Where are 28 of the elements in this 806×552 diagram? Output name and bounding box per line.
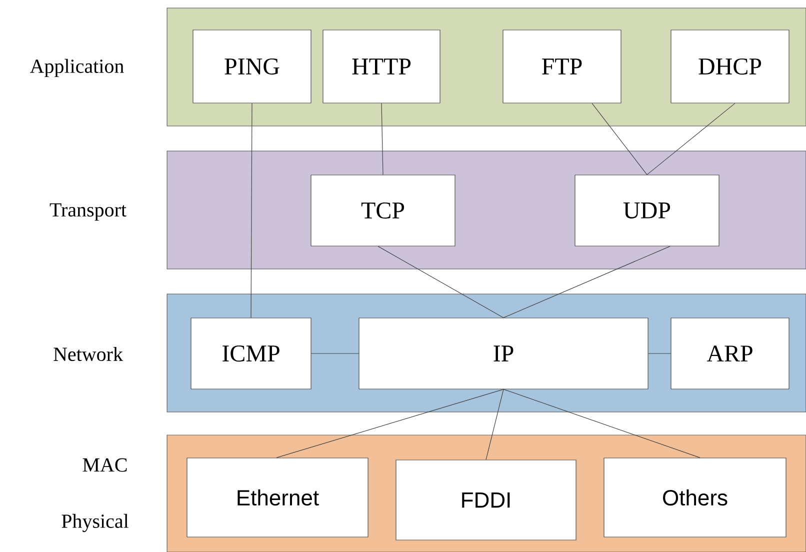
connector-line xyxy=(250,103,252,318)
layer-label: Physical xyxy=(62,514,128,532)
protocol-box: Others xyxy=(604,458,786,538)
protocol-box: UDP xyxy=(574,174,720,246)
connector-line xyxy=(311,353,359,354)
protocol-box: Ethernet xyxy=(186,458,368,538)
layer-label: MAC xyxy=(82,458,127,472)
layer-label: Transport xyxy=(50,203,126,221)
connector-line xyxy=(378,246,504,318)
connector-line xyxy=(646,103,736,175)
connector-line xyxy=(276,389,504,458)
connector-line xyxy=(503,389,700,458)
connector-line xyxy=(592,103,648,175)
layer-label: Network xyxy=(54,346,123,362)
protocol-box: PING xyxy=(192,30,312,104)
connector-line xyxy=(503,246,670,318)
layer-label: Application xyxy=(30,58,124,78)
protocol-box: HTTP xyxy=(322,30,440,104)
protocol-box: ARP xyxy=(670,318,790,390)
protocol-box: FTP xyxy=(502,30,622,104)
connector-line xyxy=(486,389,504,460)
protocol-box: IP xyxy=(358,318,648,390)
connector-line xyxy=(381,103,384,175)
protocol-box: DHCP xyxy=(670,30,790,104)
connector-line xyxy=(648,353,671,354)
protocol-box: FDDI xyxy=(396,460,576,540)
protocol-box: TCP xyxy=(310,174,456,246)
protocol-box: ICMP xyxy=(190,318,312,390)
